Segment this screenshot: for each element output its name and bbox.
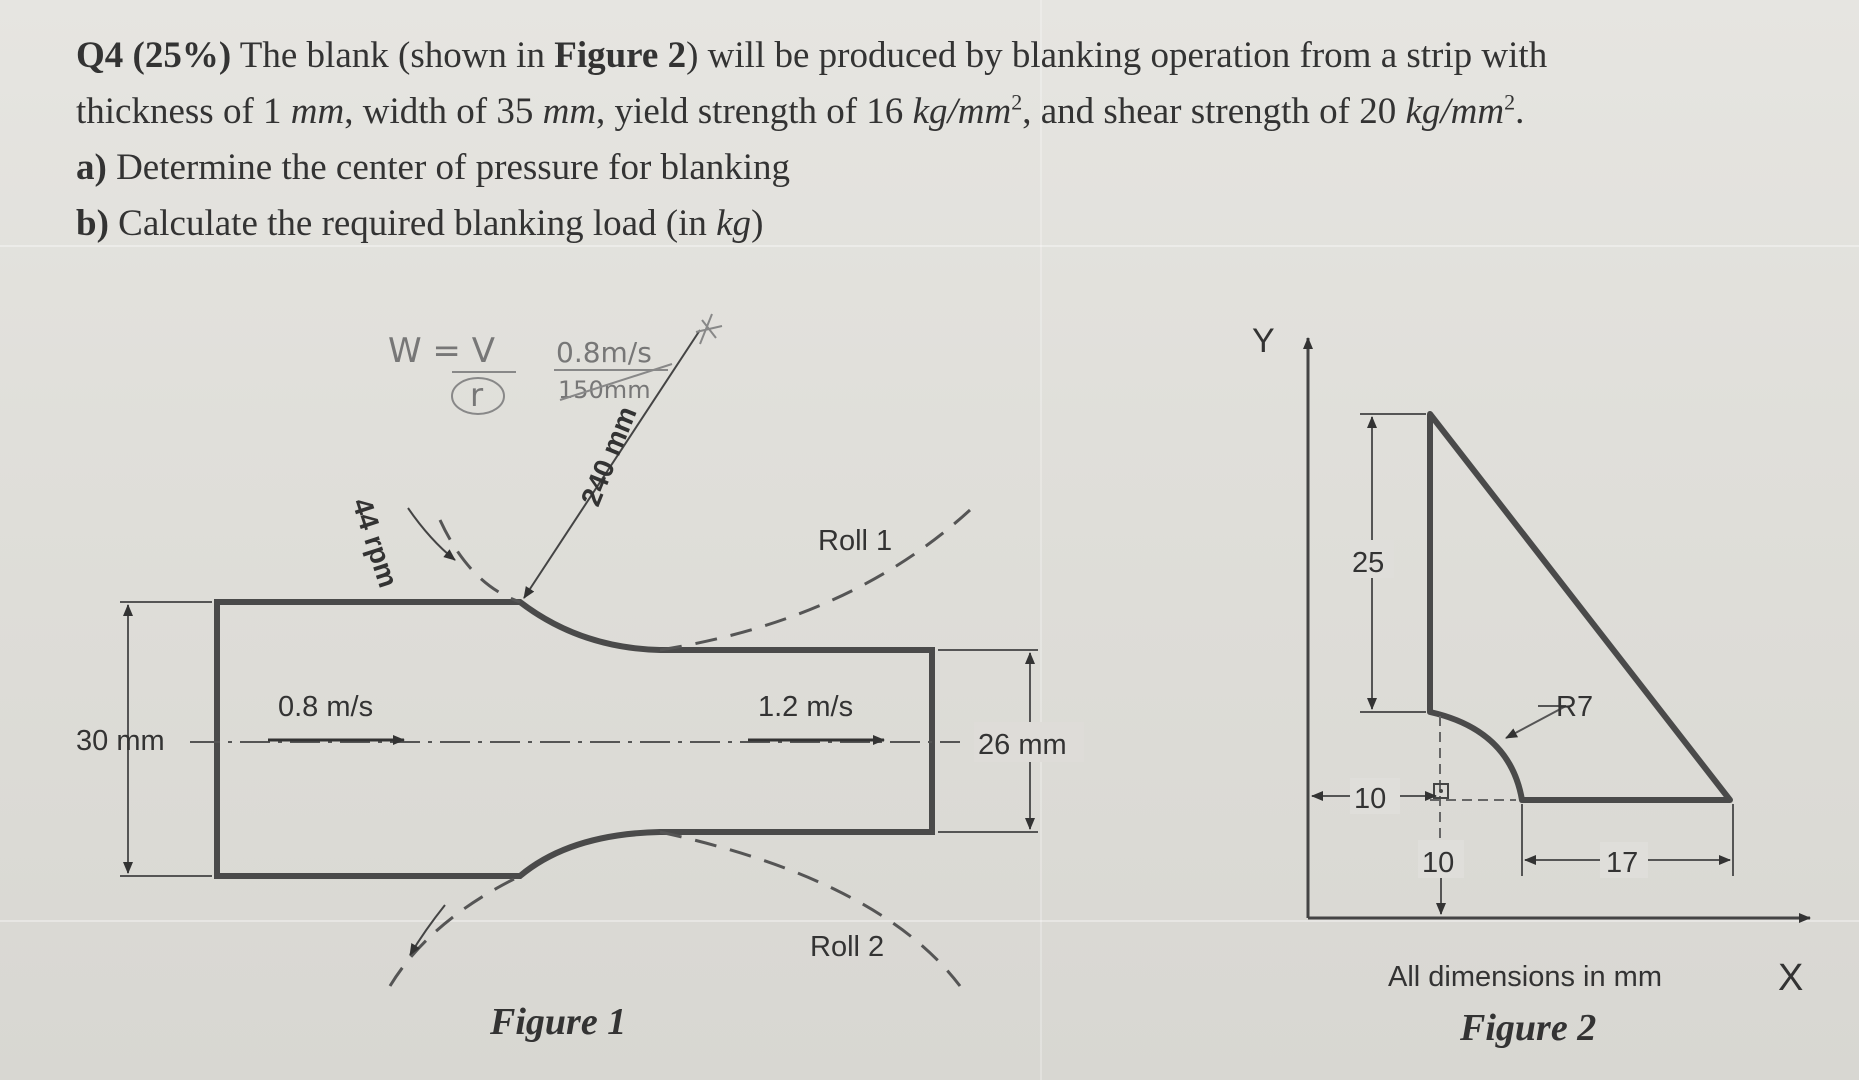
part-a: a) Determine the center of pressure for … xyxy=(76,140,1806,196)
thickness-out-label: 26 mm xyxy=(978,729,1067,761)
handwritten-circle xyxy=(451,377,505,415)
speed-in-label: 0.8 m/s xyxy=(278,691,373,723)
dim-17-label: 17 xyxy=(1606,847,1638,879)
part-b: b) Calculate the required blanking load … xyxy=(76,196,1806,252)
question-line-1: Q4 (25%) The blank (shown in Figure 2) w… xyxy=(76,28,1806,84)
roll-2-label: Roll 2 xyxy=(810,931,884,963)
superscript: 2 xyxy=(1504,89,1516,115)
figure-2-caption: Figure 2 xyxy=(1459,1007,1596,1049)
rotation-arrow-roll-2 xyxy=(409,904,446,956)
roll-2-outline xyxy=(388,830,962,987)
units-note: All dimensions in mm xyxy=(1388,961,1662,993)
x-axis-label: X xyxy=(1778,957,1803,999)
handwritten-plus xyxy=(695,313,723,345)
diameter-leader xyxy=(523,329,701,599)
handwritten-denominator: r xyxy=(470,376,484,414)
workpiece-outline xyxy=(214,599,935,879)
figure-reference: Figure 2 xyxy=(554,35,687,76)
part-label: b) xyxy=(76,203,109,244)
roll-1-label: Roll 1 xyxy=(818,525,892,557)
figure-2-blank-drawing: Y X 25 10 10 17 R7 All dimensions xyxy=(1252,322,1811,1049)
radius-leader xyxy=(1505,705,1567,739)
question-text-span: , yield strength of 16 xyxy=(596,91,913,132)
figure-1-rolling-diagram: 0.8 m/s 1.2 m/s 30 mm 26 mm Roll 1 Roll … xyxy=(76,313,1084,1043)
label-background xyxy=(1600,842,1648,878)
handwritten-formula: W = V xyxy=(388,331,495,371)
label-background xyxy=(974,722,1084,762)
question-text-span: thickness of 1 xyxy=(76,91,291,132)
part-text: Calculate the required blanking load (in xyxy=(108,203,717,244)
diameter-label: 240 mm xyxy=(575,402,643,510)
arc-center-point xyxy=(1439,789,1443,793)
label-background xyxy=(1350,540,1394,578)
paper-fold-line xyxy=(0,245,1859,247)
part-text: ) xyxy=(751,203,764,244)
question-text: Q4 (25%) The blank (shown in Figure 2) w… xyxy=(76,28,1806,252)
dim-10-h-label: 10 xyxy=(1354,783,1386,815)
label-background xyxy=(1418,840,1464,878)
question-text-span: ) will be produced by blanking operation… xyxy=(686,35,1548,76)
y-axis-label: Y xyxy=(1252,322,1275,360)
rotation-arrow xyxy=(407,507,456,561)
superscript: 2 xyxy=(1011,89,1023,115)
question-label: Q4 (25%) xyxy=(76,35,232,76)
question-text-span: The blank (shown in xyxy=(231,35,555,76)
figure-1-caption: Figure 1 xyxy=(489,1001,626,1043)
blank-outline xyxy=(1427,411,1733,803)
paper-fold-line xyxy=(1040,0,1042,1080)
handwritten-strike xyxy=(559,363,673,401)
question-text-span: . xyxy=(1515,91,1525,132)
question-text-span: , width of 35 xyxy=(344,91,543,132)
rpm-label: 44 rpm xyxy=(346,494,404,591)
unit: mm xyxy=(542,91,597,132)
radius-label: R7 xyxy=(1556,691,1593,723)
paper-fold-line xyxy=(0,920,1859,922)
part-text: Determine the center of pressure for bla… xyxy=(106,147,791,188)
unit: kg/mm xyxy=(1405,91,1505,132)
question-line-2: thickness of 1 mm, width of 35 mm, yield… xyxy=(76,84,1806,140)
dim-25-label: 25 xyxy=(1352,547,1384,579)
speed-out-label: 1.2 m/s xyxy=(758,691,853,723)
unit: kg/mm xyxy=(912,91,1012,132)
roll-1-outline xyxy=(438,508,972,652)
handwritten-value-den: 150mm xyxy=(558,376,651,404)
part-label: a) xyxy=(76,147,107,188)
question-text-span: , and shear strength of 20 xyxy=(1022,91,1406,132)
unit: kg xyxy=(716,203,752,244)
handwritten-value-num: 0.8m/s xyxy=(556,336,652,369)
label-background xyxy=(1350,778,1400,814)
dim-10-v-label: 10 xyxy=(1422,847,1454,879)
unit: mm xyxy=(290,91,345,132)
thickness-in-label: 30 mm xyxy=(76,725,165,757)
handwritten-notes: W = V r 0.8m/s 150mm xyxy=(388,313,723,415)
